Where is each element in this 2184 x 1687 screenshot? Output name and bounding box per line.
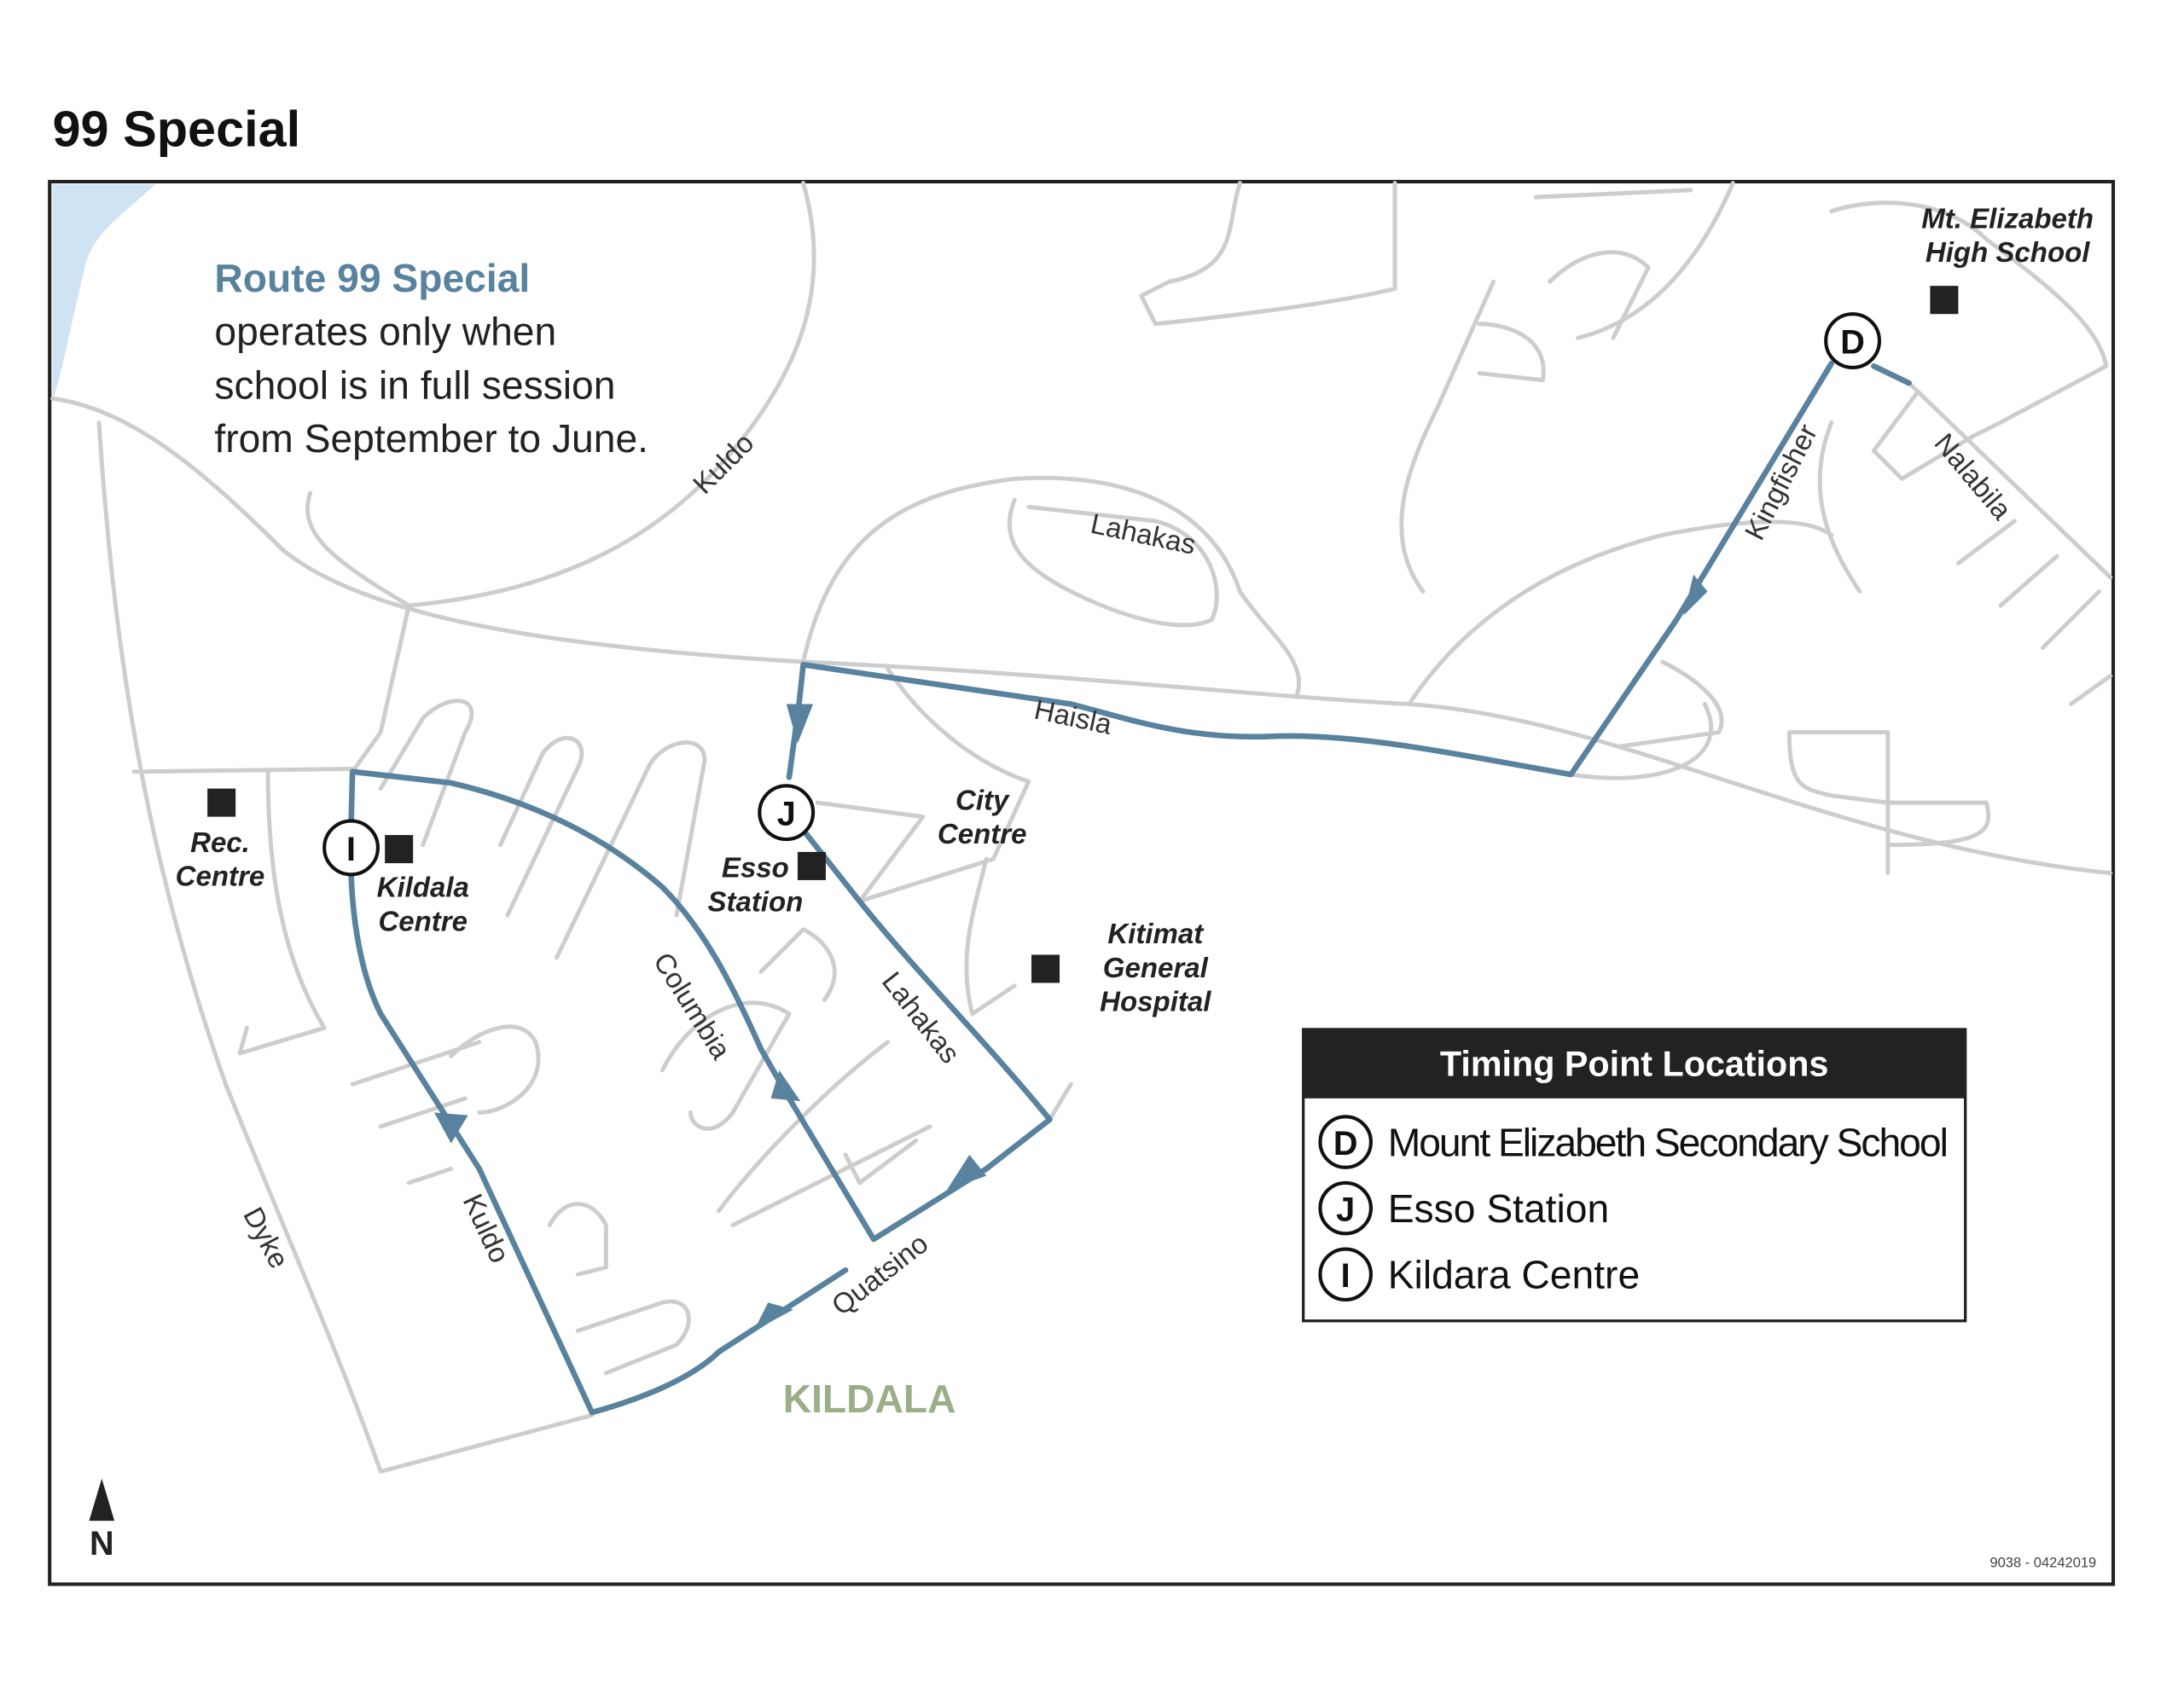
direction-arrow [946,1154,987,1191]
direction-arrow [786,704,814,744]
road-network [50,181,2113,1474]
map-frame [48,179,2116,1586]
notice-line: from September to June. [214,416,648,461]
place-label: Mt. Elizabeth [1921,202,2094,234]
north-label: N [90,1525,114,1562]
legend-item-label: Esso Station [1388,1186,1609,1231]
timing-point-d: D [1824,312,1882,369]
place-label: Kildala [377,872,469,903]
svg-text:D: D [1333,1125,1358,1162]
place-label: Centre [938,818,1027,849]
legend-item-label: Kildara Centre [1388,1253,1640,1297]
notice-text: Route 99 Special operates only when scho… [214,256,648,461]
legend-item-label: Mount Elizabeth Secondary School [1388,1121,1949,1165]
timing-point-j: J [758,784,816,842]
place-label: Centre [176,861,265,892]
document-code: 9038 - 04242019 [1989,1556,2096,1571]
direction-arrow [753,1302,793,1331]
place-label: Centre [378,905,468,936]
place-label: City [956,784,1010,815]
legend-item-d: D [1318,1115,1373,1169]
timing-point-i: I [322,819,380,877]
timing-point-markers: D J I [322,312,1882,877]
svg-text:I: I [1341,1257,1350,1295]
timing-point-legend: Timing Point Locations D Mount Elizabeth… [1302,1028,1967,1323]
svg-text:I: I [346,831,356,868]
notice-line: operates only when [214,310,556,354]
landmark-square [385,835,414,864]
page-title: 99 Special [52,101,300,158]
direction-arrow [770,1070,801,1102]
notice-heading: Route 99 Special [214,256,530,300]
place-label: High School [1926,236,2090,268]
route-99-path [348,360,1912,1416]
direction-arrow [1683,574,1708,616]
svg-text:D: D [1840,323,1865,361]
svg-text:J: J [1336,1191,1355,1228]
place-label: Esso [722,852,789,884]
svg-text:J: J [777,796,796,833]
north-arrow: N [89,1478,115,1562]
legend-title: Timing Point Locations [1440,1044,1828,1083]
landmark-square [207,788,236,817]
direction-arrow [433,1112,468,1144]
place-label: General [1103,952,1209,983]
landmark-square [797,851,826,880]
place-label: Rec. [190,826,250,858]
legend-item-j: J [1318,1180,1373,1236]
landmark-square [1031,954,1060,983]
place-label: Kitimat [1107,918,1205,949]
place-label: Hospital [1100,985,1211,1017]
neighbourhood-label: KILDALA [783,1377,956,1421]
legend-item-i: I [1318,1247,1373,1302]
landmark-square [1930,286,1959,315]
place-markers [207,286,1959,983]
place-label: Station [707,885,803,917]
water-body [52,184,156,402]
place-labels: Mt. Elizabeth High School Rec. Centre Ki… [176,202,2094,1421]
notice-line: school is in full session [214,362,615,407]
north-arrow-icon [89,1478,115,1522]
